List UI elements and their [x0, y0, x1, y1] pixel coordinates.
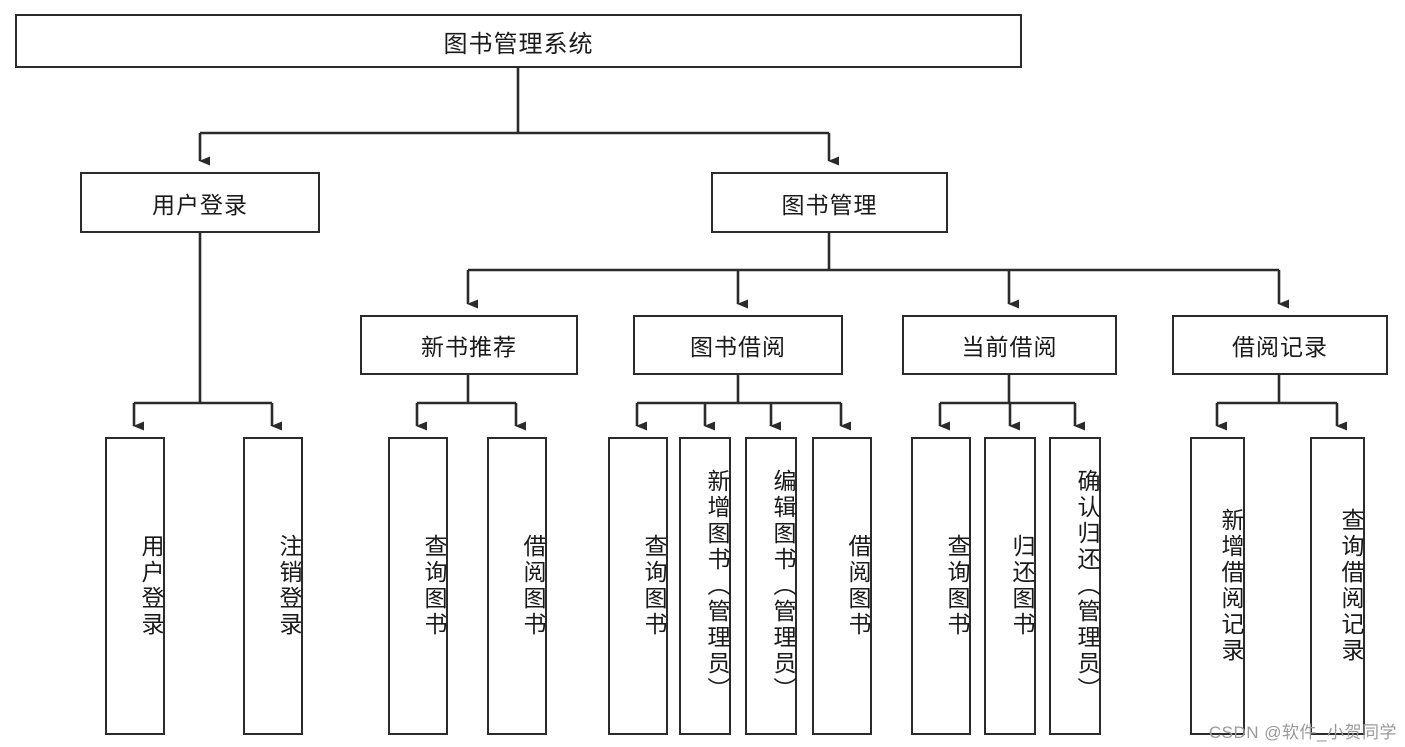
node-leaf-logout[interactable]: 注销登录 — [243, 437, 303, 735]
node-label: 图书借阅 — [690, 334, 786, 360]
node-label: 借阅图书 — [845, 534, 871, 638]
node-label: 新增图书（管理员） — [704, 469, 730, 703]
node-label: 编辑图书（管理员） — [770, 469, 796, 703]
watermark-label: CSDN @软件_小贺同学 — [1208, 723, 1397, 742]
node-leaf-return-book[interactable]: 归还图书 — [984, 437, 1036, 735]
node-label: 用户登录 — [152, 191, 248, 218]
node-label: 借阅图书 — [520, 534, 546, 638]
node-label: 归还图书 — [1009, 534, 1035, 638]
node-new-book-rec[interactable]: 新书推荐 — [360, 315, 578, 375]
node-label: 查询图书 — [421, 534, 447, 638]
node-leaf-confirm-return[interactable]: 确认归还（管理员） — [1049, 437, 1101, 735]
node-leaf-add-record[interactable]: 新增借阅记录 — [1190, 437, 1245, 735]
node-label: 图书管理 — [781, 191, 878, 218]
node-label: 借阅记录 — [1232, 334, 1328, 360]
node-leaf-query-book-cur[interactable]: 查询图书 — [911, 437, 971, 735]
node-leaf-user-login[interactable]: 用户登录 — [105, 437, 165, 735]
node-root[interactable]: 图书管理系统 — [15, 14, 1022, 68]
node-leaf-edit-book[interactable]: 编辑图书（管理员） — [745, 437, 797, 735]
node-leaf-query-record[interactable]: 查询借阅记录 — [1310, 437, 1365, 735]
node-label: 注销登录 — [276, 534, 302, 638]
node-leaf-query-book-rec[interactable]: 查询图书 — [388, 437, 448, 735]
node-label: 用户登录 — [138, 534, 164, 638]
node-leaf-query-book-borrow[interactable]: 查询图书 — [608, 437, 668, 735]
node-leaf-add-book[interactable]: 新增图书（管理员） — [679, 437, 731, 735]
node-user-login[interactable]: 用户登录 — [80, 172, 320, 233]
node-label: 新书推荐 — [421, 334, 517, 360]
node-label: 查询图书 — [641, 534, 667, 638]
node-leaf-borrow-book[interactable]: 借阅图书 — [812, 437, 872, 735]
node-label: 图书管理系统 — [443, 30, 594, 58]
node-label: 查询借阅记录 — [1338, 508, 1364, 664]
node-book-borrow[interactable]: 图书借阅 — [633, 315, 843, 375]
node-leaf-borrow-book-rec[interactable]: 借阅图书 — [487, 437, 547, 735]
node-book-manage[interactable]: 图书管理 — [711, 172, 948, 233]
node-label: 查询图书 — [944, 534, 970, 638]
node-current-borrow[interactable]: 当前借阅 — [902, 315, 1117, 375]
node-label: 确认归还（管理员） — [1074, 469, 1100, 703]
node-label: 当前借阅 — [961, 334, 1058, 360]
node-borrow-record[interactable]: 借阅记录 — [1172, 315, 1388, 375]
node-label: 新增借阅记录 — [1218, 508, 1244, 664]
